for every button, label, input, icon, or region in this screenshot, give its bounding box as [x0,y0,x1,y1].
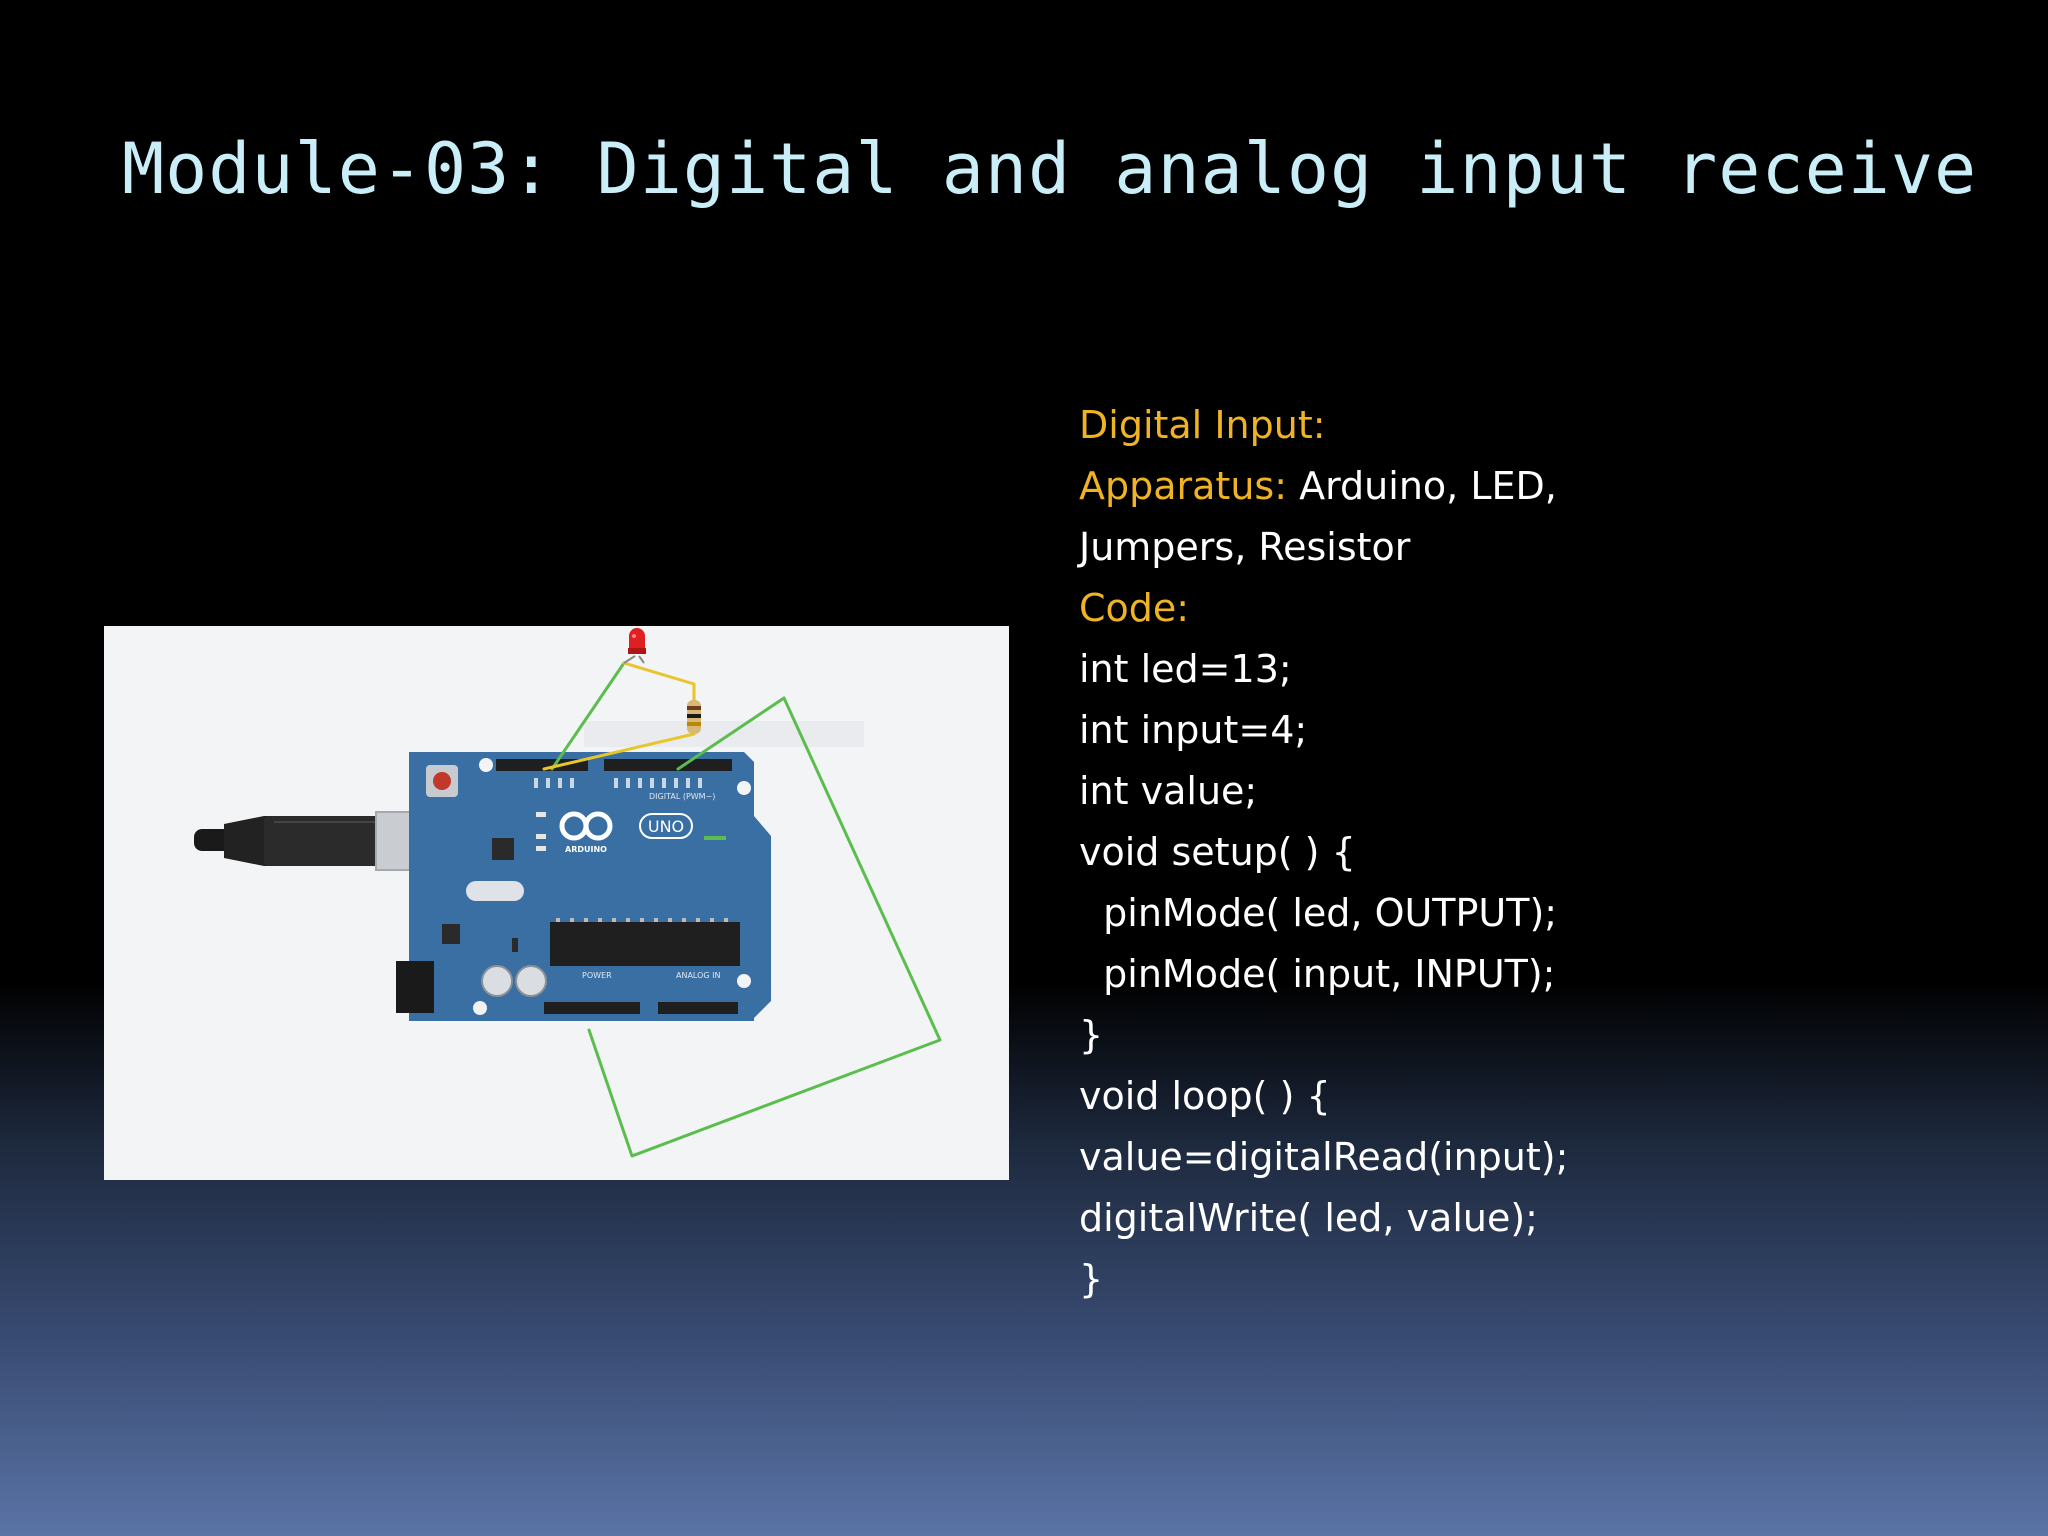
code-line: pinMode( led, OUTPUT); [1079,891,1558,935]
led-component [623,628,646,664]
header-label: DIGITAL (PWM~) [649,792,715,801]
code-line: int led=13; [1079,647,1292,691]
apparatus-value: Arduino, LED, [1287,464,1557,508]
apparatus-label: Apparatus: [1079,464,1288,508]
code-line: int input=4; [1079,708,1308,752]
slide-text-block: Digital Input: Apparatus: Arduino, LED, … [1079,395,1979,1310]
code-line: void setup( ) { [1079,830,1356,874]
code-label: Code: [1079,586,1190,630]
arduino-logo: UNO ARDUINO [559,811,693,854]
code-line: int value; [1079,769,1258,813]
arduino-board: DIGITAL (PWM~) UNO ARDUINO [396,752,771,1021]
slide-title: Module-03: Digital and analog input rece… [122,128,1978,210]
digital-input-heading: Digital Input: [1079,403,1326,447]
analog-label: ANALOG IN [676,971,721,980]
power-label: POWER [582,971,612,980]
code-line: value=digitalRead(input); [1079,1135,1569,1179]
arduino-circuit-image: DIGITAL (PWM~) UNO ARDUINO [104,626,1009,1180]
code-line: void loop( ) { [1079,1074,1331,1118]
board-brand-text: ARDUINO [565,845,607,854]
code-line: } [1079,1013,1104,1057]
code-line: pinMode( input, INPUT); [1079,952,1556,996]
jumper-wires [542,661,942,1158]
board-logo-text: UNO [648,817,684,836]
apparatus-continuation: Jumpers, Resistor [1079,525,1411,569]
resistor [687,700,701,734]
apparatus-line: Apparatus: Arduino, LED, [1079,456,1979,517]
code-line: digitalWrite( led, value); [1079,1196,1538,1240]
code-line: } [1079,1257,1104,1301]
